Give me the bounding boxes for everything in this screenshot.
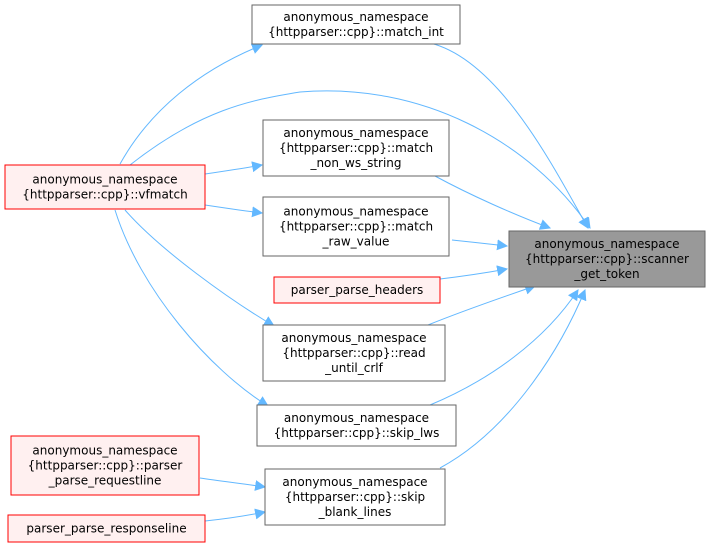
edge-vfmatch-to-read-until-crlf	[124, 209, 275, 327]
node-read-until-crlf-box	[262, 324, 446, 382]
node-parser-parse-requestline-label-line: _parse_requestline	[48, 474, 162, 488]
node-parser-parse-responseline[interactable]: parser_parse_responseline	[7, 514, 206, 543]
edge-match-non-ws-string-to-scanner-get-token	[434, 175, 552, 230]
edge-vfmatch-to-match-raw-value	[204, 204, 264, 218]
node-match-non-ws-string-label-line: _non_ws_string	[309, 156, 401, 170]
node-match-int-label-line: anonymous_namespace	[283, 10, 428, 24]
node-match-int-box	[251, 4, 461, 45]
node-scanner-get-token-label-line: anonymous_namespace	[534, 237, 679, 251]
edge-skip-lws-to-scanner-get-token	[429, 289, 579, 406]
edge-vfmatch-to-match-int	[119, 43, 264, 165]
node-vfmatch-label-line: anonymous_namespace	[32, 173, 177, 187]
node-scanner-get-token-box	[508, 230, 706, 288]
edge-parser-parse-headers-to-scanner-get-token	[439, 265, 509, 280]
node-skip-lws-box	[256, 404, 457, 447]
node-match-raw-value-label-line: _raw_value	[322, 235, 390, 249]
edge-match-int-to-scanner-get-token	[429, 42, 589, 229]
node-match-raw-value-label-line: anonymous_namespace	[283, 205, 428, 219]
node-match-non-ws-string-box	[262, 119, 450, 177]
node-read-until-crlf[interactable]: anonymous_namespace{httpparser::cpp}::re…	[262, 324, 446, 382]
node-skip-blank-lines-box	[264, 468, 446, 526]
node-skip-lws-label-line: {httpparser::cpp}::skip_lws	[274, 426, 440, 440]
node-parser-parse-responseline-label-line: parser_parse_responseline	[26, 522, 186, 536]
edge-skip-blank-lines-to-scanner-get-token	[439, 288, 587, 469]
node-parser-parse-requestline-box	[10, 435, 200, 496]
node-scanner-get-token-label-line: {httpparser::cpp}::scanner	[525, 252, 689, 266]
node-parser-parse-requestline-label-line: anonymous_namespace	[32, 444, 177, 458]
node-match-int-label-line: {httpparser::cpp}::match_int	[268, 25, 444, 39]
node-match-non-ws-string-label-line: {httpparser::cpp}::match	[279, 141, 433, 155]
node-parser-parse-headers[interactable]: parser_parse_headers	[273, 276, 441, 304]
node-skip-blank-lines-label-line: anonymous_namespace	[282, 475, 427, 489]
node-parser-parse-responseline-box	[7, 514, 206, 543]
node-parser-parse-headers-box	[273, 276, 441, 304]
edge-parser-parse-responseline-to-skip-blank-lines	[204, 508, 267, 522]
node-vfmatch-label-line: {httpparser::cpp}::vfmatch	[22, 188, 187, 202]
node-scanner-get-token[interactable]: anonymous_namespace{httpparser::cpp}::sc…	[508, 230, 706, 288]
node-match-int[interactable]: anonymous_namespace{httpparser::cpp}::ma…	[251, 4, 461, 45]
edge-match-raw-value-to-scanner-get-token	[451, 239, 509, 251]
node-match-raw-value-box	[262, 196, 450, 257]
node-skip-blank-lines-label-line: {httpparser::cpp}::skip	[285, 490, 425, 504]
edges	[114, 42, 591, 522]
node-match-non-ws-string-label-line: anonymous_namespace	[283, 126, 428, 140]
node-read-until-crlf-label-line: {httpparser::cpp}::read	[282, 346, 425, 360]
node-skip-lws-label-line: anonymous_namespace	[284, 411, 429, 425]
node-match-raw-value-label-line: {httpparser::cpp}::match	[279, 220, 433, 234]
node-skip-blank-lines-label-line: _blank_lines	[318, 505, 392, 519]
edge-read-until-crlf-to-scanner-get-token	[427, 284, 537, 326]
node-parser-parse-headers-label-line: parser_parse_headers	[291, 283, 424, 297]
node-parser-parse-requestline-label-line: {httpparser::cpp}::parser	[28, 459, 183, 473]
node-read-until-crlf-label-line: anonymous_namespace	[281, 331, 426, 345]
node-parser-parse-requestline[interactable]: anonymous_namespace{httpparser::cpp}::pa…	[10, 435, 200, 496]
node-read-until-crlf-label-line: _until_crlf	[324, 361, 383, 375]
node-match-non-ws-string[interactable]: anonymous_namespace{httpparser::cpp}::ma…	[262, 119, 450, 177]
node-skip-blank-lines[interactable]: anonymous_namespace{httpparser::cpp}::sk…	[264, 468, 446, 526]
node-scanner-get-token-label-line: _get_token	[573, 267, 639, 281]
node-skip-lws[interactable]: anonymous_namespace{httpparser::cpp}::sk…	[256, 404, 457, 447]
node-vfmatch-box	[4, 164, 206, 210]
node-match-raw-value[interactable]: anonymous_namespace{httpparser::cpp}::ma…	[262, 196, 450, 257]
edge-vfmatch-to-scanner-get-token	[129, 90, 591, 229]
edge-vfmatch-to-skip-lws	[114, 209, 269, 407]
edge-vfmatch-to-match-non-ws-string	[204, 161, 264, 175]
node-vfmatch[interactable]: anonymous_namespace{httpparser::cpp}::vf…	[4, 164, 206, 210]
edge-parser-parse-requestline-to-skip-blank-lines	[199, 477, 267, 491]
